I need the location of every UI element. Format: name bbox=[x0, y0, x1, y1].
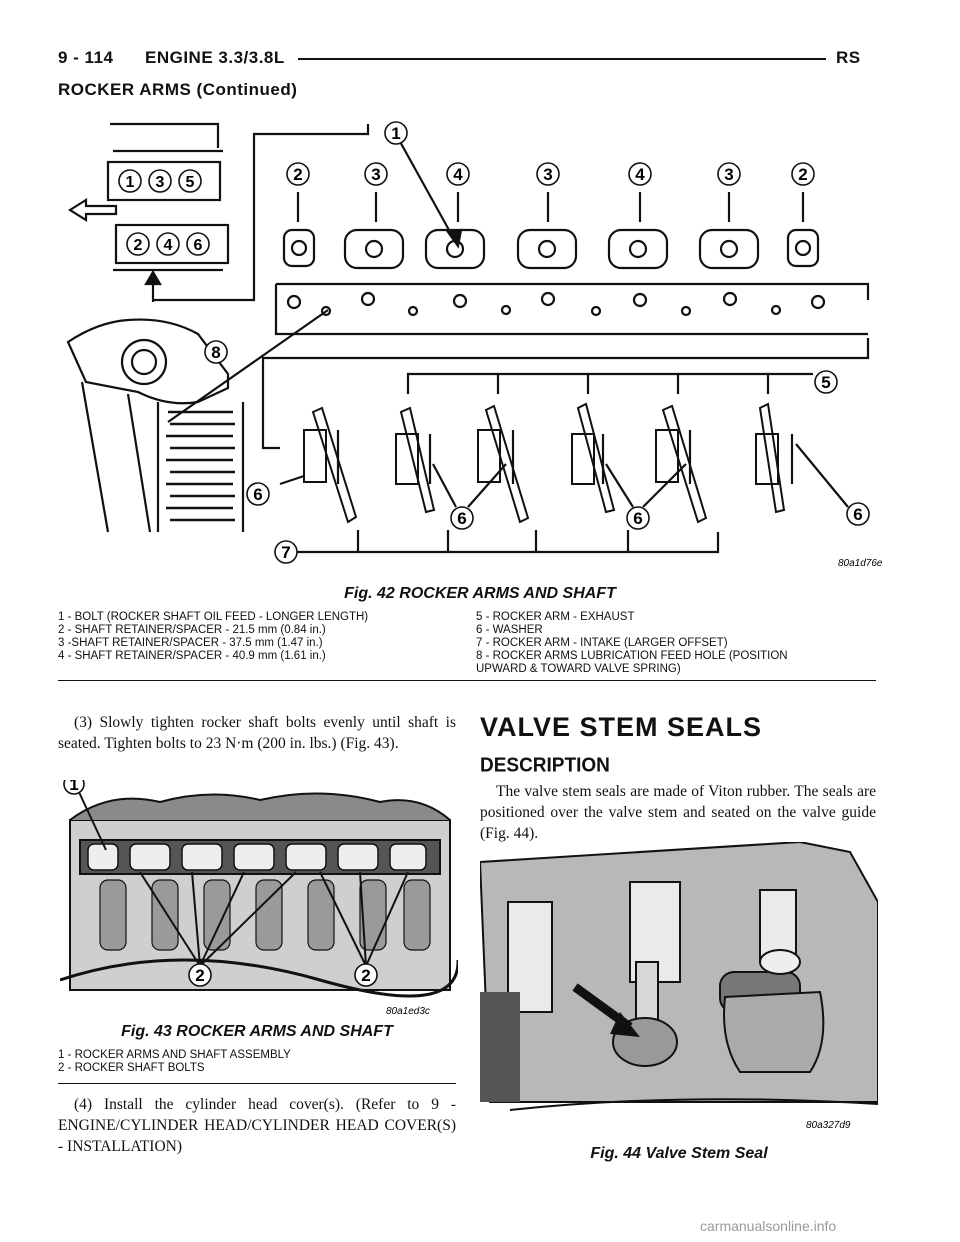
fig42-callout: 2 bbox=[293, 165, 302, 184]
fig42-diagram: 1 2 3 4 3 4 3 2 5 6 6 6 6 7 8 1 3 bbox=[66, 121, 883, 569]
fig42-callout: 5 bbox=[821, 373, 830, 392]
continued-title: ROCKER ARMS (Continued) bbox=[58, 80, 298, 99]
fig42-code: 80a1d76e bbox=[838, 558, 883, 569]
fig43-callout: 2 bbox=[361, 966, 370, 985]
step-3-text: (3) Slowly tighten rocker shaft bolts ev… bbox=[58, 714, 456, 752]
fig43-rule bbox=[58, 1083, 456, 1084]
firing-order-digit: 3 bbox=[156, 174, 165, 191]
legend-item: UPWARD & TOWARD VALVE SPRING) bbox=[476, 663, 681, 675]
legend-item: 6 - WASHER bbox=[476, 624, 543, 636]
fig42-callout: 6 bbox=[253, 485, 262, 504]
fig42-callout: 7 bbox=[281, 543, 290, 562]
legend-item: 1 - ROCKER ARMS AND SHAFT ASSEMBLY bbox=[58, 1049, 291, 1061]
description-text: The valve stem seals are made of Viton r… bbox=[480, 783, 876, 842]
firing-order-digit: 5 bbox=[186, 174, 195, 191]
fig43-callout: 1 bbox=[69, 780, 78, 794]
legend-item: 8 - ROCKER ARMS LUBRICATION FEED HOLE (P… bbox=[476, 650, 788, 662]
fig43-legend: 1 - ROCKER ARMS AND SHAFT ASSEMBLY 2 - R… bbox=[58, 1049, 456, 1075]
fig43-callout: 2 bbox=[195, 966, 204, 985]
legend-item: 3 -SHAFT RETAINER/SPACER - 37.5 mm (1.47… bbox=[58, 637, 323, 649]
legend-item: 1 - BOLT (ROCKER SHAFT OIL FEED - LONGER… bbox=[58, 611, 369, 623]
fig42-legend-right: 5 - ROCKER ARM - EXHAUST 6 - WASHER 7 - … bbox=[476, 611, 886, 676]
fig44-photo: 80a327d9 bbox=[480, 842, 878, 1142]
legend-item: 2 - ROCKER SHAFT BOLTS bbox=[58, 1062, 205, 1074]
legend-item: 5 - ROCKER ARM - EXHAUST bbox=[476, 611, 635, 623]
fig42-callout: 6 bbox=[853, 505, 862, 524]
firing-order-digit: 2 bbox=[134, 237, 143, 254]
fig44-title: Fig. 44 Valve Stem Seal bbox=[590, 1145, 768, 1162]
step-4-text: (4) Install the cylinder head cover(s). … bbox=[58, 1096, 456, 1155]
legend-item: 2 - SHAFT RETAINER/SPACER - 21.5 mm (0.8… bbox=[58, 624, 326, 636]
fig42-legend-left: 1 - BOLT (ROCKER SHAFT OIL FEED - LONGER… bbox=[58, 611, 463, 663]
firing-order-digit: 1 bbox=[126, 174, 135, 191]
model-code: RS bbox=[836, 48, 861, 67]
fig42-callout: 4 bbox=[635, 165, 645, 184]
fig42-callout: 8 bbox=[211, 343, 220, 362]
fig43-title: Fig. 43 ROCKER ARMS AND SHAFT bbox=[121, 1023, 393, 1040]
firing-order-digit: 4 bbox=[164, 237, 173, 254]
fig42-callout: 3 bbox=[371, 165, 380, 184]
header-rule bbox=[298, 58, 826, 60]
fig43-photo: 1 2 2 80a1ed3c bbox=[60, 780, 458, 1020]
fig42-callout: 3 bbox=[543, 165, 552, 184]
section-title: ENGINE 3.3/3.8L bbox=[145, 48, 285, 67]
fig42-title: Fig. 42 ROCKER ARMS AND SHAFT bbox=[344, 585, 616, 602]
fig42-rule bbox=[58, 680, 876, 681]
fig43-code: 80a1ed3c bbox=[386, 1006, 430, 1017]
fig42-callout: 6 bbox=[633, 509, 642, 528]
section-heading: VALVE STEM SEALS bbox=[480, 712, 763, 742]
page-number: 9 - 114 bbox=[58, 48, 114, 67]
fig42-callout: 1 bbox=[391, 124, 400, 143]
fig42-callout: 2 bbox=[798, 165, 807, 184]
section-subheading: DESCRIPTION bbox=[480, 754, 610, 777]
fig42-callout: 4 bbox=[453, 165, 463, 184]
legend-item: 4 - SHAFT RETAINER/SPACER - 40.9 mm (1.6… bbox=[58, 650, 326, 662]
firing-order-digit: 6 bbox=[194, 237, 203, 254]
fig44-code: 80a327d9 bbox=[806, 1120, 851, 1131]
legend-item: 7 - ROCKER ARM - INTAKE (LARGER OFFSET) bbox=[476, 637, 728, 649]
watermark: carmanualsonline.info bbox=[700, 1218, 837, 1234]
fig42-callout: 3 bbox=[724, 165, 733, 184]
fig42-callout: 6 bbox=[457, 509, 466, 528]
